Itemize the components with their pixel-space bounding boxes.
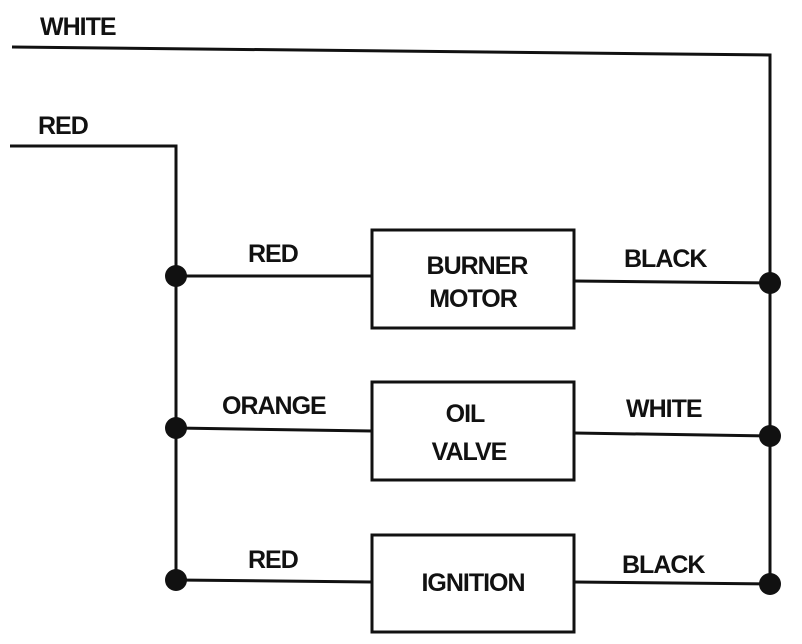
valve-input-wire bbox=[175, 426, 373, 433]
ignition-box bbox=[370, 533, 576, 634]
burner-output-label: BLACK bbox=[624, 245, 707, 273]
burner-motor-label-line2: MOTOR bbox=[429, 285, 518, 313]
junction-node-right-3 bbox=[759, 573, 781, 595]
burner-output-wire bbox=[573, 279, 771, 285]
valve-output-wire bbox=[573, 431, 771, 438]
junction-node-left-1 bbox=[165, 265, 187, 287]
red-supply-wire bbox=[10, 144, 178, 582]
oil-valve-box bbox=[370, 380, 576, 482]
junction-node-left-3 bbox=[165, 569, 187, 591]
ignition-input-wire bbox=[175, 578, 373, 584]
oil-valve-label-line1: OIL bbox=[446, 400, 485, 428]
burner-motor-label-line1: BURNER bbox=[427, 252, 529, 280]
ignition-input-label: RED bbox=[248, 546, 298, 574]
valve-output-label: WHITE bbox=[626, 395, 702, 423]
junction-node-right-1 bbox=[759, 272, 781, 294]
white-supply-label: WHITE bbox=[40, 13, 116, 41]
valve-input-label: ORANGE bbox=[222, 392, 326, 420]
white-supply-wire bbox=[11, 45, 772, 585]
junction-node-left-2 bbox=[165, 417, 187, 439]
burner-input-label: RED bbox=[248, 240, 298, 268]
red-supply-label: RED bbox=[38, 112, 88, 140]
ignition-label: IGNITION bbox=[421, 569, 524, 597]
ignition-output-label: BLACK bbox=[622, 551, 705, 579]
burner-motor-box bbox=[370, 228, 576, 330]
oil-valve-label-line2: VALVE bbox=[432, 438, 507, 466]
junction-node-right-2 bbox=[759, 425, 781, 447]
ignition-output-wire bbox=[573, 580, 771, 586]
